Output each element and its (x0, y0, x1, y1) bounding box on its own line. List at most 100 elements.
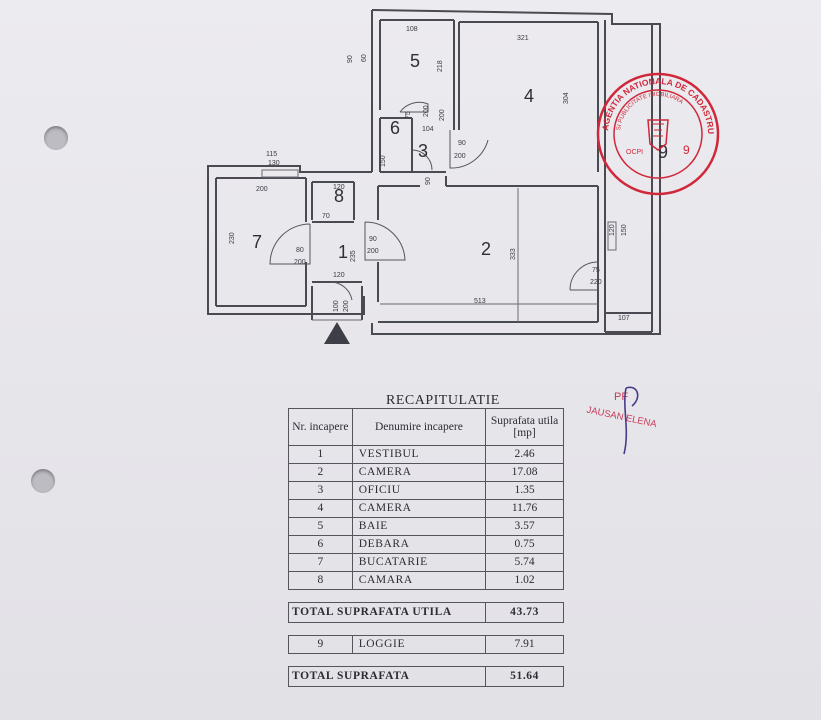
dim-90d: 90 (369, 236, 377, 243)
row-name: DEBARA (351, 535, 487, 554)
coat-of-arms-icon (647, 119, 669, 151)
table-row: 6 DEBARA 0.75 (288, 535, 564, 554)
dim-60: 60 (361, 54, 368, 62)
plan-doors (269, 101, 599, 301)
table-row: 1 VESTIBUL 2.46 (288, 445, 564, 464)
dim-200a: 200 (423, 105, 430, 117)
entrance-arrow-icon (324, 322, 350, 344)
row-nr: 4 (288, 499, 353, 518)
room-number-8: 8 (334, 186, 344, 206)
dim-90b: 90 (458, 140, 466, 147)
table-row: 8 CAMARA 1.02 (288, 571, 564, 590)
row-area: 2.46 (485, 445, 564, 464)
table-row: 5 BAIE 3.57 (288, 517, 564, 536)
signature-name: JAUSAN ELENA (586, 405, 659, 431)
dim-108: 108 (406, 26, 418, 33)
dim-200c: 200 (454, 153, 466, 160)
punch-hole-top (44, 126, 68, 150)
row-nr: 7 (288, 553, 353, 572)
dim-321: 321 (517, 35, 529, 42)
row-nr: 3 (288, 481, 353, 500)
row-area: 11.76 (485, 499, 564, 518)
row-name: CAMERA (351, 499, 487, 518)
row-area: 5.74 (485, 553, 564, 572)
dim-200d: 200 (256, 186, 268, 193)
stamp-number: 9 (683, 143, 690, 157)
dim-75b: 75 (592, 267, 600, 274)
table-spacer (288, 622, 564, 636)
total-util-value: 43.73 (485, 602, 564, 623)
table-row: 4 CAMERA 11.76 (288, 499, 564, 518)
signature-block: PF JAUSAN ELENA (582, 378, 692, 463)
stamp-ocpi: OCPI (626, 149, 643, 156)
loggia-name: LOGGIE (351, 635, 487, 654)
dim-120b: 120 (333, 272, 345, 279)
plan-dimensions: 108 321 90 60 218 75 200 104 200 304 90 … (229, 26, 630, 322)
dim-120a: 120 (333, 184, 345, 191)
dim-150b: 150 (621, 224, 628, 236)
recap-table: Nr. incapere Denumire incapere Suprafata… (287, 408, 564, 687)
row-area: 3.57 (485, 517, 564, 536)
room-number-7: 7 (252, 232, 262, 252)
total-util-label: TOTAL SUPRAFATA UTILA (287, 602, 487, 623)
recap-title: RECAPITULATIE (386, 393, 500, 408)
room-number-4: 4 (524, 86, 534, 106)
dim-235: 235 (350, 250, 357, 262)
room-number-1: 1 (338, 242, 348, 262)
room-number-6: 6 (390, 118, 400, 138)
row-name: CAMERA (351, 463, 487, 482)
dim-200f: 200 (367, 248, 379, 255)
dim-230: 230 (229, 232, 236, 244)
dim-200e: 200 (294, 259, 306, 266)
row-name: OFICIU (351, 481, 487, 500)
row-name: VESTIBUL (351, 445, 487, 464)
row-area: 1.35 (485, 481, 564, 500)
room-number-5: 5 (410, 51, 420, 71)
table-header-row: Nr. incapere Denumire incapere Suprafata… (288, 408, 564, 446)
dim-513: 513 (474, 298, 486, 305)
total-value: 51.64 (485, 666, 564, 687)
loggia-nr: 9 (288, 635, 353, 654)
table-row: 3 OFICIU 1.35 (288, 481, 564, 500)
table-spacer (288, 589, 564, 603)
cadastre-stamp: AGENTIA NATIONALA DE CADASTRU SI PUBLICI… (588, 68, 728, 203)
row-nr: 1 (288, 445, 353, 464)
dim-130: 130 (268, 160, 280, 167)
dim-75a: 75 (405, 111, 412, 119)
dim-304: 304 (563, 92, 570, 104)
header-nr: Nr. incapere (288, 408, 353, 446)
table-row: 2 CAMERA 17.08 (288, 463, 564, 482)
dim-90a: 90 (347, 55, 354, 63)
row-area: 1.02 (485, 571, 564, 590)
dim-100: 100 (333, 300, 340, 312)
dim-218: 218 (437, 60, 444, 72)
loggia-area: 7.91 (485, 635, 564, 654)
row-area: 0.75 (485, 535, 564, 554)
dim-120c: 120 (609, 224, 616, 236)
punch-hole-bottom (31, 469, 55, 493)
table-row: 7 BUCATARIE 5.74 (288, 553, 564, 572)
dim-150: 150 (380, 155, 387, 167)
dim-220: 220 (590, 279, 602, 286)
dim-90c: 90 (425, 177, 432, 185)
dim-200g: 200 (343, 300, 350, 312)
dim-70: 70 (322, 213, 330, 220)
room-number-3: 3 (418, 141, 428, 161)
room-number-2: 2 (481, 239, 491, 259)
room-number-9: 9 (658, 142, 668, 162)
dim-200b: 200 (439, 109, 446, 121)
row-nr: 8 (288, 571, 353, 590)
row-nr: 2 (288, 463, 353, 482)
row-name: BUCATARIE (351, 553, 487, 572)
dim-115: 115 (266, 151, 277, 158)
dim-80: 80 (296, 247, 304, 254)
row-nr: 6 (288, 535, 353, 554)
header-name: Denumire incapere (351, 408, 487, 446)
row-area: 17.08 (485, 463, 564, 482)
signature-stroke (623, 386, 639, 455)
total-row: TOTAL SUPRAFATA 51.64 (287, 666, 564, 687)
signature-mark: PF (614, 391, 628, 403)
row-nr: 5 (288, 517, 353, 536)
header-area: Suprafata utila [mp] (485, 408, 564, 446)
row-name: BAIE (351, 517, 487, 536)
